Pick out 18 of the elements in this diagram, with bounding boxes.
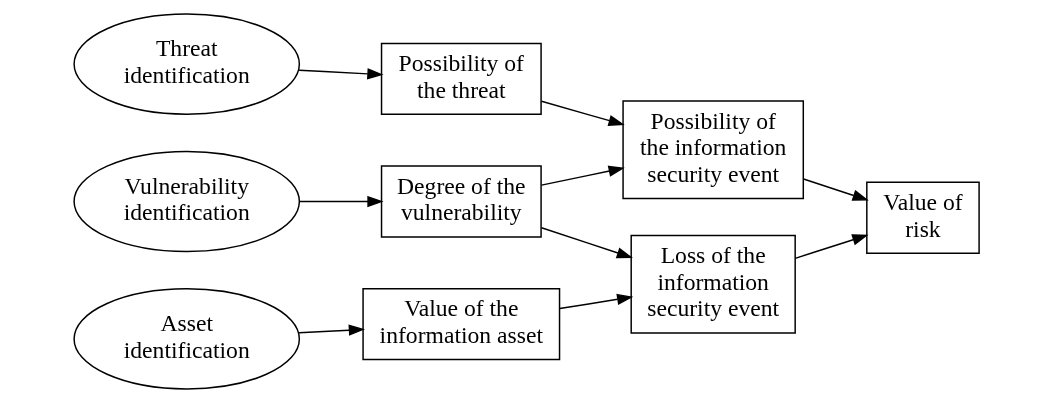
- node-box: Value of the information asset: [362, 287, 561, 361]
- arrow: [540, 100, 625, 127]
- node-box: Value of risk: [866, 181, 980, 254]
- arrow: [298, 68, 384, 80]
- node-box: Degree of the vulnerability: [380, 165, 542, 238]
- arrow: [559, 293, 634, 310]
- arrow: [794, 234, 869, 260]
- node-box: Loss of the information security event: [630, 234, 796, 334]
- node-ellipse: Threat identification: [73, 13, 301, 115]
- node-box: Possibility of the information security event: [622, 100, 805, 200]
- arrow: [299, 195, 384, 208]
- node-box: Possibility of the threat: [380, 42, 542, 116]
- arrow: [540, 226, 633, 259]
- node-ellipse: Vulnerability identification: [73, 150, 301, 253]
- arrow: [802, 178, 869, 201]
- arrow: [298, 324, 366, 336]
- arrow: [540, 165, 625, 186]
- node-ellipse: Asset identification: [73, 288, 301, 390]
